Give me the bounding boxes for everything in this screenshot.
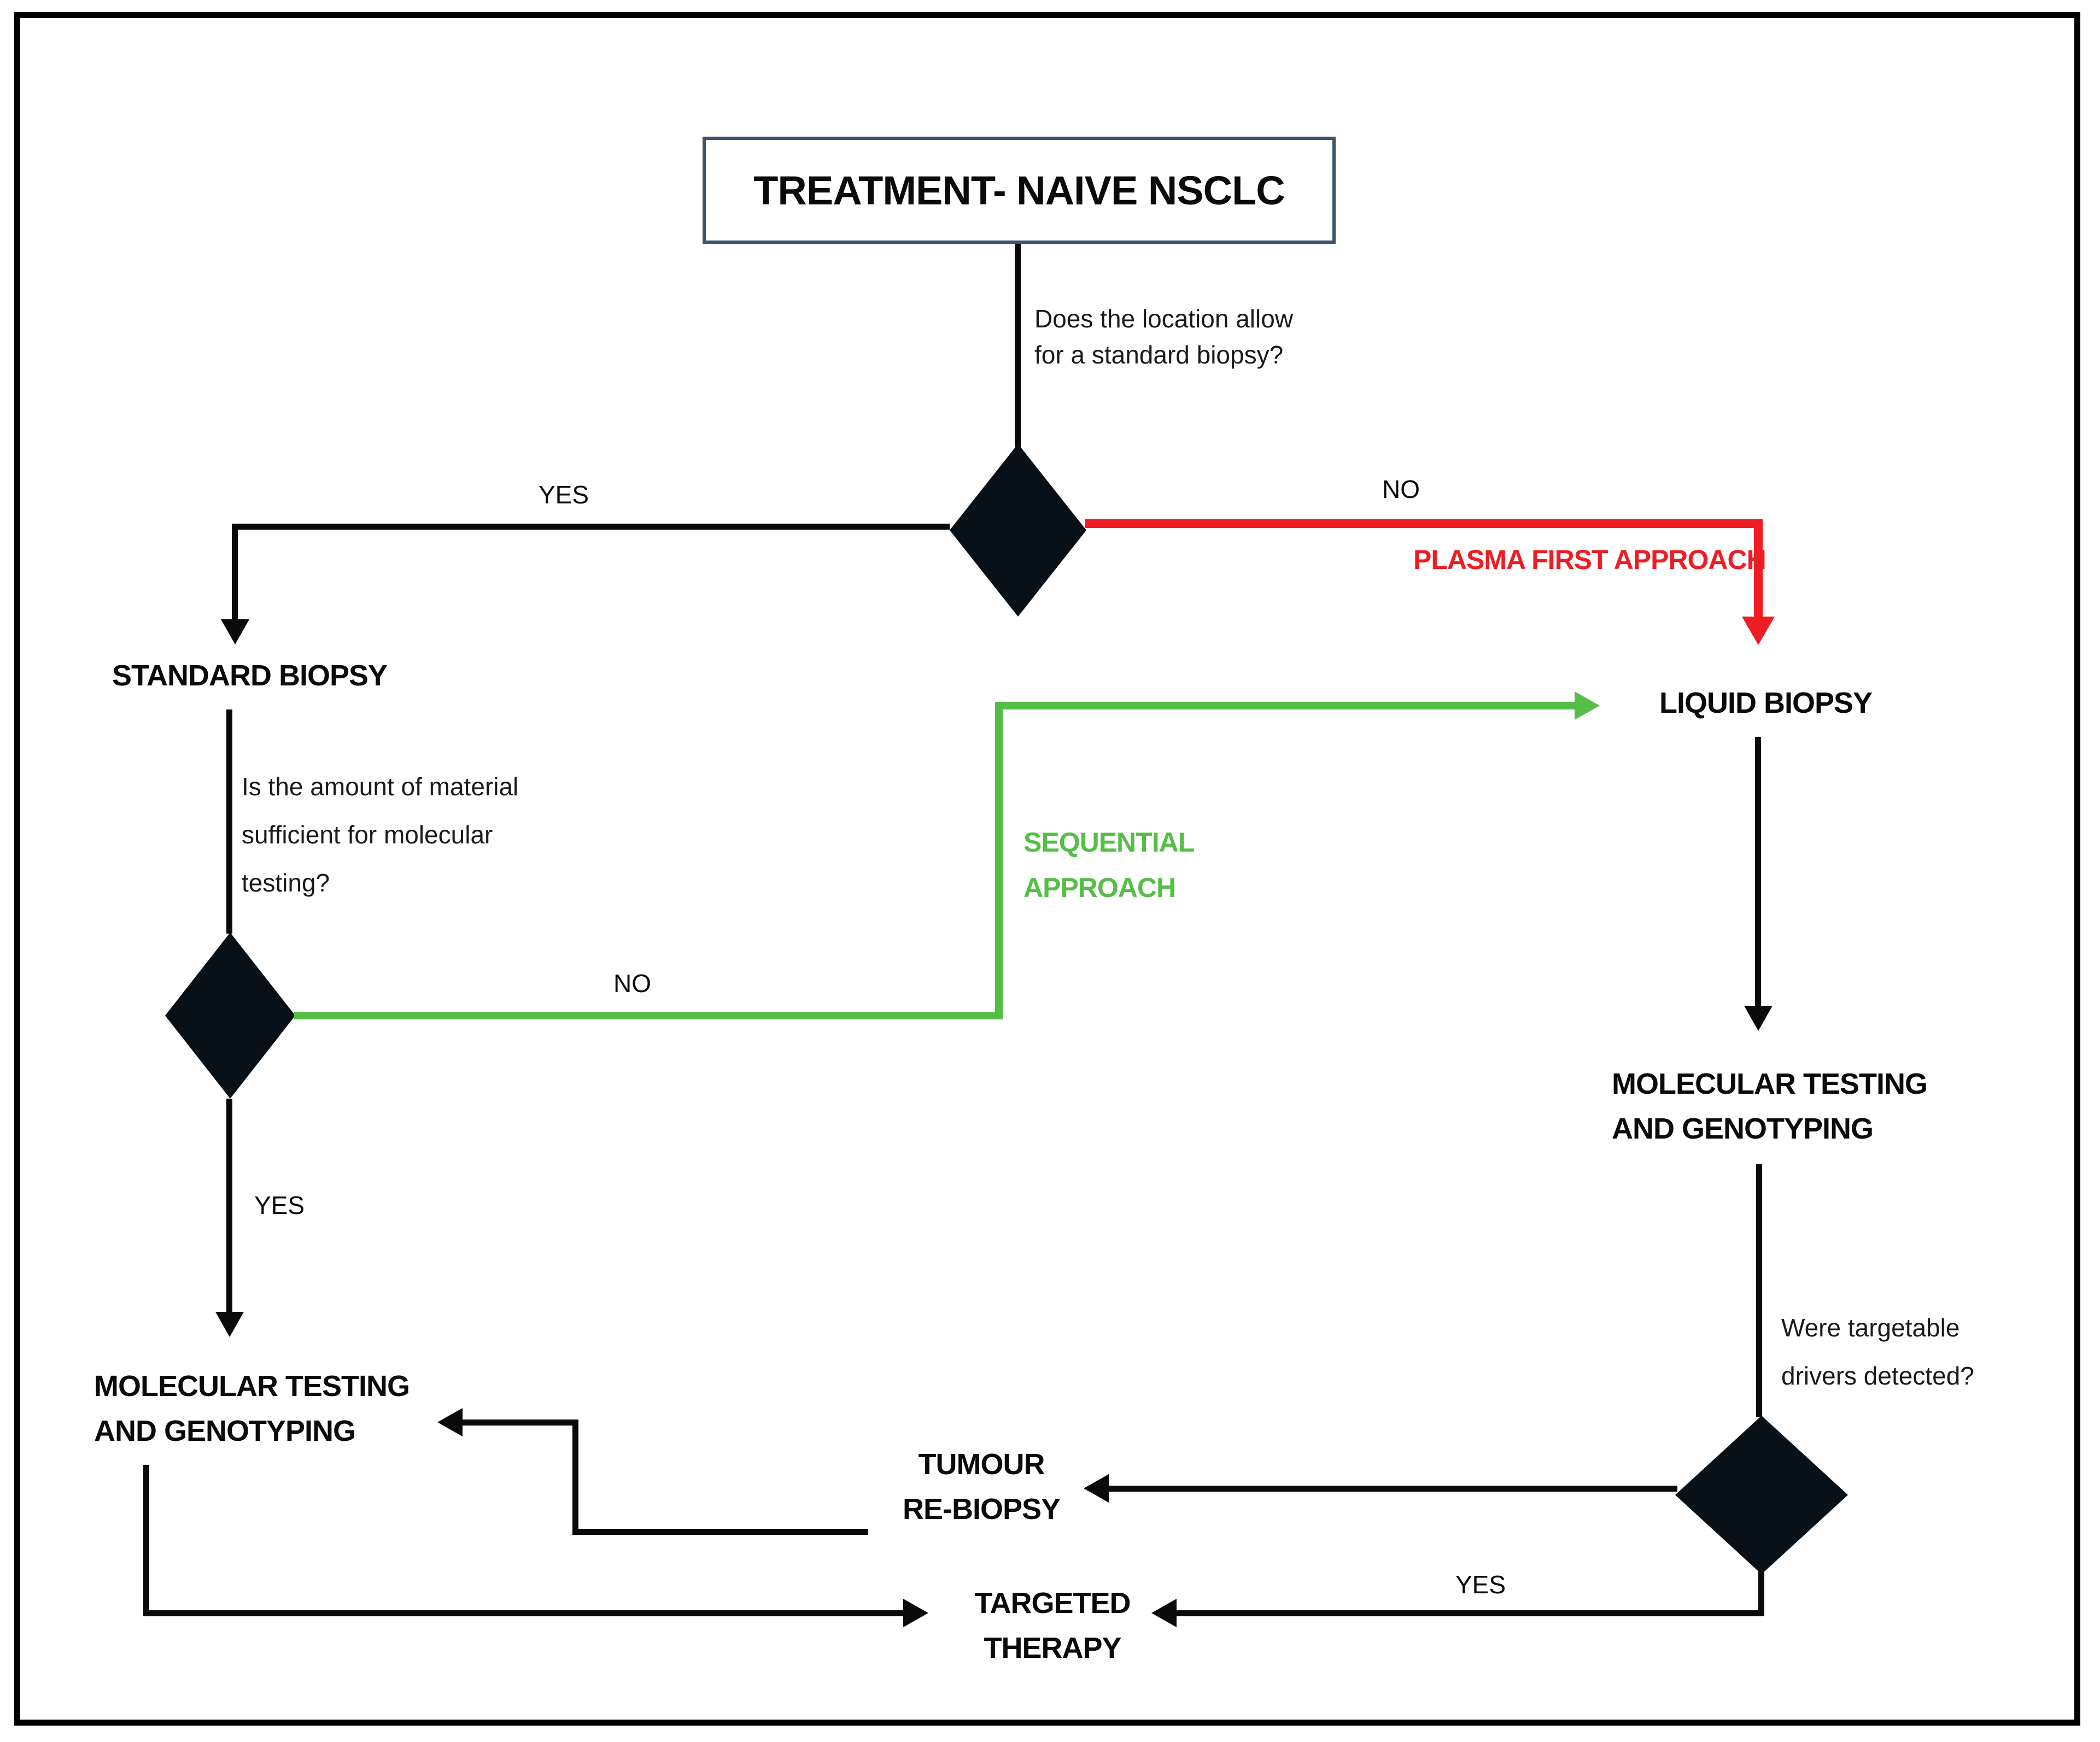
no2-label: NO: [613, 969, 651, 998]
question-material-line2: sufficient for molecular: [242, 820, 493, 849]
node-molecular-left-line1: MOLECULAR TESTING: [94, 1370, 410, 1403]
connector-standard-biopsy-to-decision2: [226, 709, 232, 934]
connector-title-to-decision1: [1015, 244, 1021, 447]
node-tumour-rebiopsy-line1: TUMOUR: [918, 1448, 1045, 1481]
node-molecular-right-line2: AND GENOTYPING: [1612, 1112, 1874, 1145]
sequential-approach-label-line1: SEQUENTIAL: [1023, 827, 1195, 858]
node-treatment-naive-nsclc: TREATMENT- NAIVE NSCLC: [703, 137, 1336, 244]
sequential-branch-vertical-line: [995, 702, 1003, 1019]
plasma-first-approach-label: PLASMA FIRST APPROACH: [1413, 544, 1766, 575]
question-location-line1: Does the location allow: [1034, 304, 1294, 333]
question-material-line1: Is the amount of material: [242, 772, 519, 801]
yes1-branch-vertical-line: [232, 524, 238, 620]
node-targeted-therapy-line1: TARGETED: [974, 1587, 1131, 1620]
arrow-left-path-into-targeted-therapy: [903, 1599, 928, 1627]
rebiopsy-connector-top-line: [463, 1420, 578, 1426]
question-location-line2: for a standard biopsy?: [1034, 341, 1284, 369]
rebiopsy-connector-low-line: [578, 1529, 868, 1535]
sequential-branch-horizontal-top-line: [1003, 702, 1575, 709]
question-drivers-line2: drivers detected?: [1781, 1362, 1974, 1390]
yes3-branch-vertical-line: [1758, 1571, 1764, 1614]
connector-liquid-to-molecular-line: [1755, 737, 1761, 1007]
yes3-branch-horizontal-line: [1177, 1610, 1764, 1616]
node-molecular-left-line2: AND GENOTYPING: [94, 1415, 356, 1447]
connector-molecular-right-to-decision3: [1756, 1164, 1762, 1417]
rebiopsy-connector-vertical-line: [572, 1420, 578, 1535]
connector-decision3-to-rebiopsy-line: [1109, 1486, 1677, 1492]
figure-border-frame: [14, 12, 2080, 1726]
arrow-rebiopsy-into-molecular-left: [437, 1408, 463, 1436]
node-standard-biopsy: STANDARD BIOPSY: [112, 659, 388, 692]
arrow-into-molecular-left: [215, 1312, 244, 1337]
no1-label: NO: [1382, 475, 1420, 503]
node-molecular-right-line1: MOLECULAR TESTING: [1612, 1068, 1928, 1100]
connector-molecular-left-to-targeted-line: [143, 1610, 904, 1616]
yes2-label: YES: [254, 1191, 305, 1219]
yes3-label: YES: [1455, 1570, 1506, 1599]
question-drivers-line1: Were targetable: [1781, 1313, 1960, 1342]
plasma-branch-horizontal-line: [1085, 519, 1763, 528]
yes2-branch-vertical-line: [226, 1099, 232, 1313]
title-text: TREATMENT- NAIVE NSCLC: [753, 167, 1285, 213]
arrow-into-standard-biopsy: [221, 619, 249, 644]
node-targeted-therapy-line2: THERAPY: [984, 1632, 1121, 1664]
arrow-into-molecular-right: [1744, 1006, 1773, 1031]
sequential-approach-label-line2: APPROACH: [1023, 872, 1176, 903]
node-tumour-rebiopsy-line2: RE-BIOPSY: [902, 1493, 1061, 1526]
yes1-label: YES: [539, 480, 589, 509]
question-material-line3: testing?: [242, 869, 330, 897]
arrow-plasma-into-liquid-biopsy: [1742, 617, 1775, 645]
plasma-branch-vertical-line: [1754, 519, 1763, 619]
arrow-into-tumour-rebiopsy: [1084, 1474, 1109, 1503]
arrow-yes3-into-targeted-therapy: [1151, 1599, 1177, 1627]
sequential-branch-horizontal-low-line: [294, 1012, 1003, 1019]
connector-molecular-left-down-line: [143, 1465, 149, 1616]
node-liquid-biopsy: LIQUID BIOPSY: [1659, 687, 1873, 719]
arrow-sequential-into-liquid-biopsy: [1575, 691, 1600, 720]
yes1-branch-horizontal-line: [232, 524, 950, 530]
